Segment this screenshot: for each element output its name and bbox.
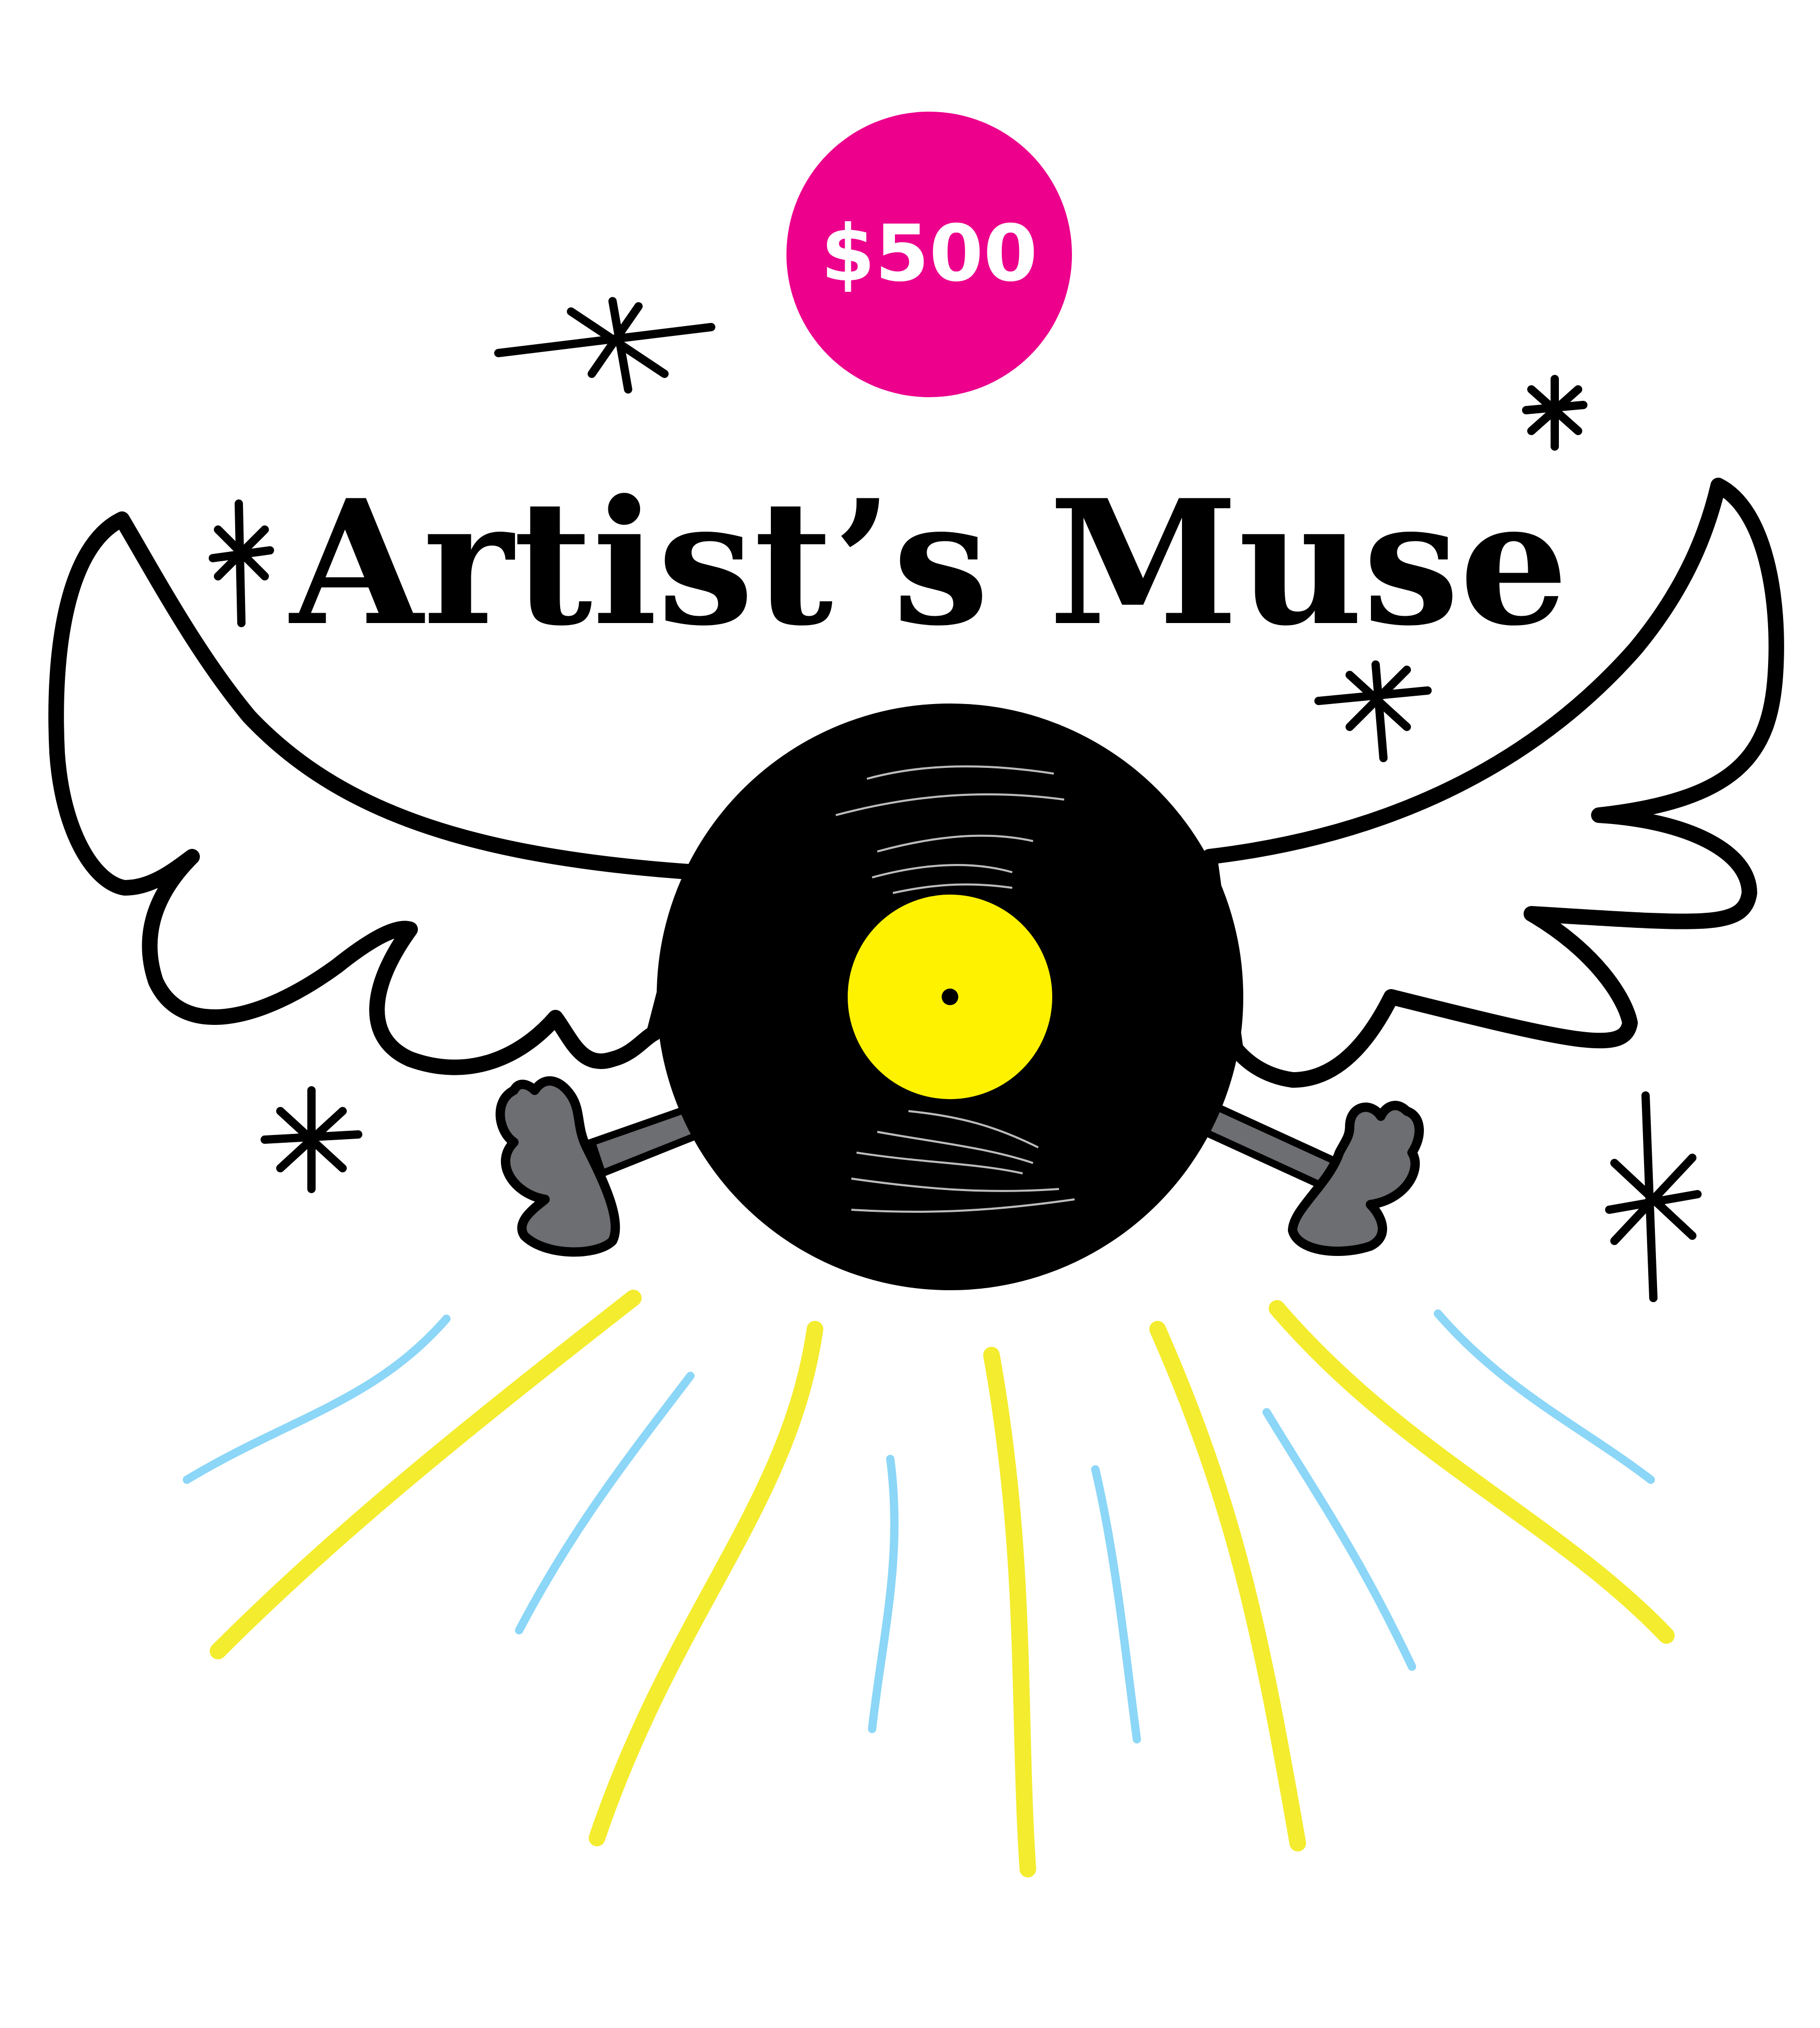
price-badge-circle — [786, 112, 1072, 397]
wings — [48, 478, 1784, 1088]
sparkle-icon — [1605, 1091, 1702, 1302]
ray-blue — [868, 1455, 899, 1733]
sparkle-icon — [494, 297, 715, 394]
ray-blue — [1262, 1408, 1416, 1671]
hand-icon — [495, 1076, 620, 1257]
ray-yellow — [589, 1321, 823, 1846]
sparkle-icons — [209, 297, 1702, 1302]
title: Artist’s Muse — [288, 462, 1569, 664]
sparkle-icon — [1522, 375, 1587, 451]
sparkle-icon — [261, 1086, 362, 1193]
ray-yellow — [983, 1347, 1036, 1877]
ray-yellow — [1149, 1321, 1306, 1851]
hand-icon — [1288, 1101, 1424, 1256]
wing-icon — [1202, 478, 1784, 1088]
arm-right — [1200, 1101, 1344, 1194]
record-grooves — [835, 765, 1075, 1213]
record-spindle-hole — [942, 989, 958, 1005]
light-rays — [183, 1290, 1675, 1877]
price-label: $500 — [821, 209, 1037, 299]
ray-blue — [1434, 1309, 1655, 1484]
sparkle-icon — [1314, 660, 1432, 762]
ray-yellow — [1269, 1300, 1675, 1644]
ray-blue — [515, 1372, 695, 1634]
ray-yellow — [210, 1290, 642, 1659]
ray-blue — [1091, 1465, 1141, 1743]
ray-blue — [183, 1315, 451, 1484]
price-badge: $500 — [786, 112, 1072, 397]
hands — [495, 1076, 1424, 1257]
sparkle-icon — [209, 499, 274, 627]
vinyl-record-icon — [657, 704, 1243, 1290]
wing-icon — [48, 511, 703, 1075]
